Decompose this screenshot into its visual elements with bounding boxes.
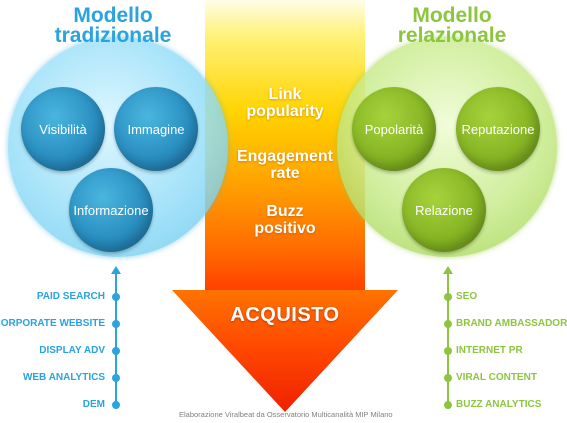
bullet-dot bbox=[112, 347, 120, 355]
bullet-dot bbox=[444, 347, 452, 355]
bullet-dot bbox=[444, 320, 452, 328]
bullet-dot bbox=[444, 401, 452, 409]
bullet-dot bbox=[112, 293, 120, 301]
list-item-web-analytics: WEB ANALYTICS bbox=[22, 372, 105, 383]
left-up-arrow-icon bbox=[111, 266, 121, 274]
right-up-arrow-icon bbox=[443, 266, 453, 274]
bullet-dot bbox=[112, 320, 120, 328]
acquisto-label: ACQUISTO bbox=[230, 304, 340, 326]
bullet-dot bbox=[444, 293, 452, 301]
circle-label: Informazione bbox=[73, 202, 149, 218]
circle-label: Visibilità bbox=[39, 121, 87, 137]
list-item-dem: DEM bbox=[82, 399, 105, 410]
list-item-viral-content: VIRAL CONTENT bbox=[456, 372, 537, 383]
right-connector-line bbox=[447, 273, 449, 405]
circle-visibilita: Visibilità bbox=[21, 87, 105, 171]
list-item-buzz-analytics: BUZZ ANALYTICS bbox=[456, 399, 542, 410]
bullet-dot bbox=[444, 374, 452, 382]
source-footnote: Elaborazione Viralbeat da Osservatorio M… bbox=[179, 410, 393, 419]
list-item-paid-search: PAID SEARCH bbox=[36, 291, 105, 302]
list-item-internet-pr: INTERNET PR bbox=[456, 345, 523, 356]
list-item-corporate-website: CORPORATE WEBSITE bbox=[0, 318, 105, 329]
circle-popolarita: Popolarità bbox=[352, 87, 436, 171]
list-item-brand-ambassador: BRAND AMBASSADOR bbox=[456, 318, 567, 329]
circle-label: Immagine bbox=[127, 121, 185, 137]
list-item-display-adv: DISPLAY ADV bbox=[39, 345, 105, 356]
circle-reputazione: Reputazione bbox=[456, 87, 540, 171]
list-item-seo: SEO bbox=[456, 291, 478, 302]
bullet-dot bbox=[112, 401, 120, 409]
circle-informazione: Informazione bbox=[69, 168, 153, 252]
circle-immagine: Immagine bbox=[114, 87, 198, 171]
circle-label: Relazione bbox=[415, 202, 473, 218]
circle-relazione: Relazione bbox=[402, 168, 486, 252]
bullet-dot bbox=[112, 374, 120, 382]
circle-label: Popolarità bbox=[364, 121, 424, 137]
left-connector-line bbox=[115, 273, 117, 405]
circle-label: Reputazione bbox=[461, 121, 535, 137]
